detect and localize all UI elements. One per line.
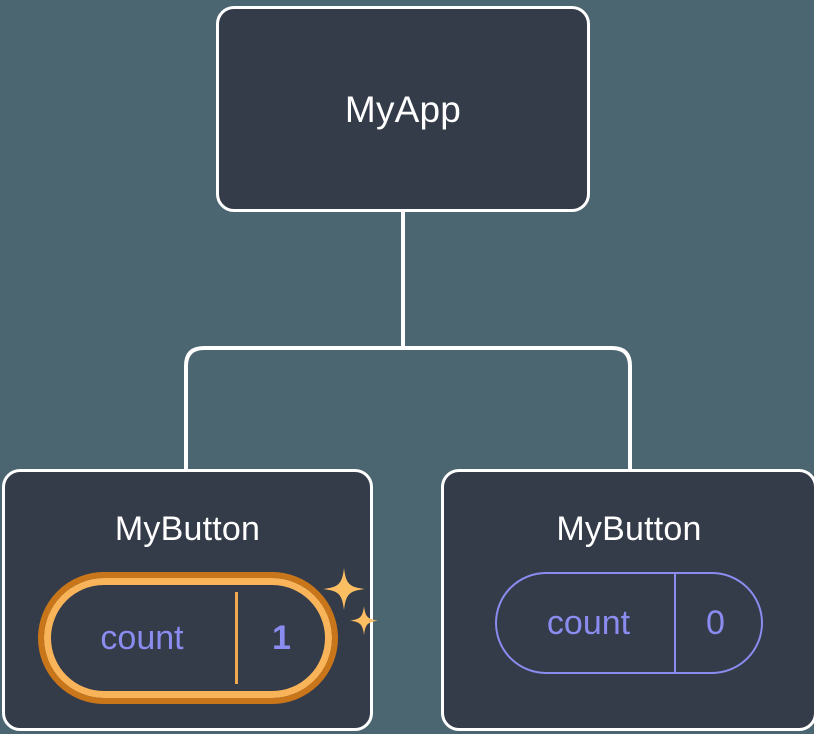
node-myapp-title: MyApp [344, 88, 462, 130]
node-myapp[interactable]: MyApp [216, 6, 590, 212]
node-mybutton-2-title: MyButton [556, 510, 702, 548]
state-pill-count-1[interactable]: count 1 [37, 572, 338, 704]
state-pill-wrap-1: count 1 [37, 568, 378, 704]
state-pill-count-2[interactable]: count 0 [495, 572, 763, 674]
state-pill-wrap-2: count 0 [495, 572, 763, 674]
state-pill-1-key: count [100, 619, 184, 657]
sparkle-small-icon [349, 606, 378, 635]
state-pill-2-divider [674, 574, 676, 672]
node-mybutton-1[interactable]: MyButton count 1 [2, 469, 378, 731]
state-pill-1-value: 1 [272, 619, 291, 657]
state-pill-1-divider [234, 592, 238, 684]
node-mybutton-2[interactable]: MyButton count 0 [441, 469, 814, 731]
state-pill-2-value: 0 [706, 604, 725, 642]
node-mybutton-1-title: MyButton [114, 510, 261, 548]
connector-branch-bus [184, 346, 632, 470]
state-pill-2-key: count [546, 604, 631, 642]
